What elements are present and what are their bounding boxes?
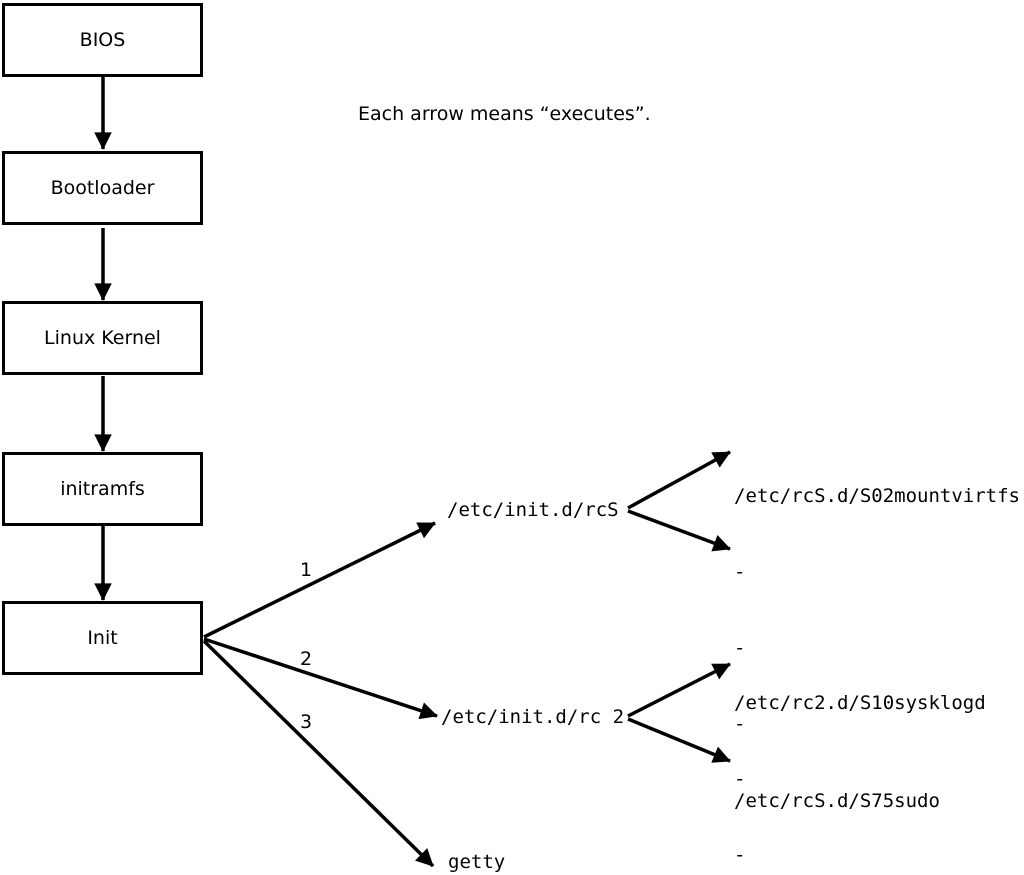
arrow-init-to-getty [202,639,435,868]
arrow-rcs-to-s02mountvirtfs [627,450,731,510]
box-initramfs: initramfs [2,452,203,526]
rcs-child-ellipsis-1: - [734,561,746,584]
box-linux-kernel: Linux Kernel [2,301,203,375]
arrow-rcs-to-s75sudo [627,509,731,552]
rc2-children-list: /etc/rc2.d/S10sysklogd - - - /etc/rc2.d/… [734,640,986,875]
box-init: Init [2,601,203,675]
arrow-label-2: 2 [300,648,313,670]
arrow-init-to-rc2 [203,637,438,720]
diagram-caption: Each arrow means “executes”. [358,103,651,125]
rcs-child-s75sudo: /etc/rcS.d/S75sudo [734,789,940,812]
rcs-child-ellipsis-3: - [734,713,746,736]
box-init-label: Init [87,627,118,649]
box-linux-kernel-label: Linux Kernel [44,327,161,349]
box-bootloader: Bootloader [2,151,203,225]
box-bios: BIOS [2,3,203,77]
rc2-child-s10sysklogd: /etc/rc2.d/S10sysklogd [734,691,986,714]
arrow-rc2-to-s99gdm [627,717,731,763]
arrow-label-1: 1 [300,559,313,581]
node-getty: getty [448,851,506,873]
box-bios-label: BIOS [79,29,126,51]
node-etc-init-d-rcs: /etc/init.d/rcS [447,499,619,521]
arrow-init-to-rcs [203,521,436,639]
rcs-child-ellipsis-2: - [734,637,746,660]
rcs-children-list: /etc/rcS.d/S02mountvirtfs - - - /etc/rcS… [734,433,1020,865]
rc2-child-ellipsis-2: - [734,844,746,867]
rc2-child-ellipsis-1: - [734,768,746,791]
node-etc-init-d-rc2: /etc/init.d/rc 2 [441,706,625,728]
box-initramfs-label: initramfs [60,478,145,500]
rcs-child-s02mountvirtfs: /etc/rcS.d/S02mountvirtfs [734,484,1020,507]
box-bootloader-label: Bootloader [50,177,155,199]
arrow-rc2-to-s10sysklogd [627,662,731,718]
arrow-label-3: 3 [300,711,313,733]
